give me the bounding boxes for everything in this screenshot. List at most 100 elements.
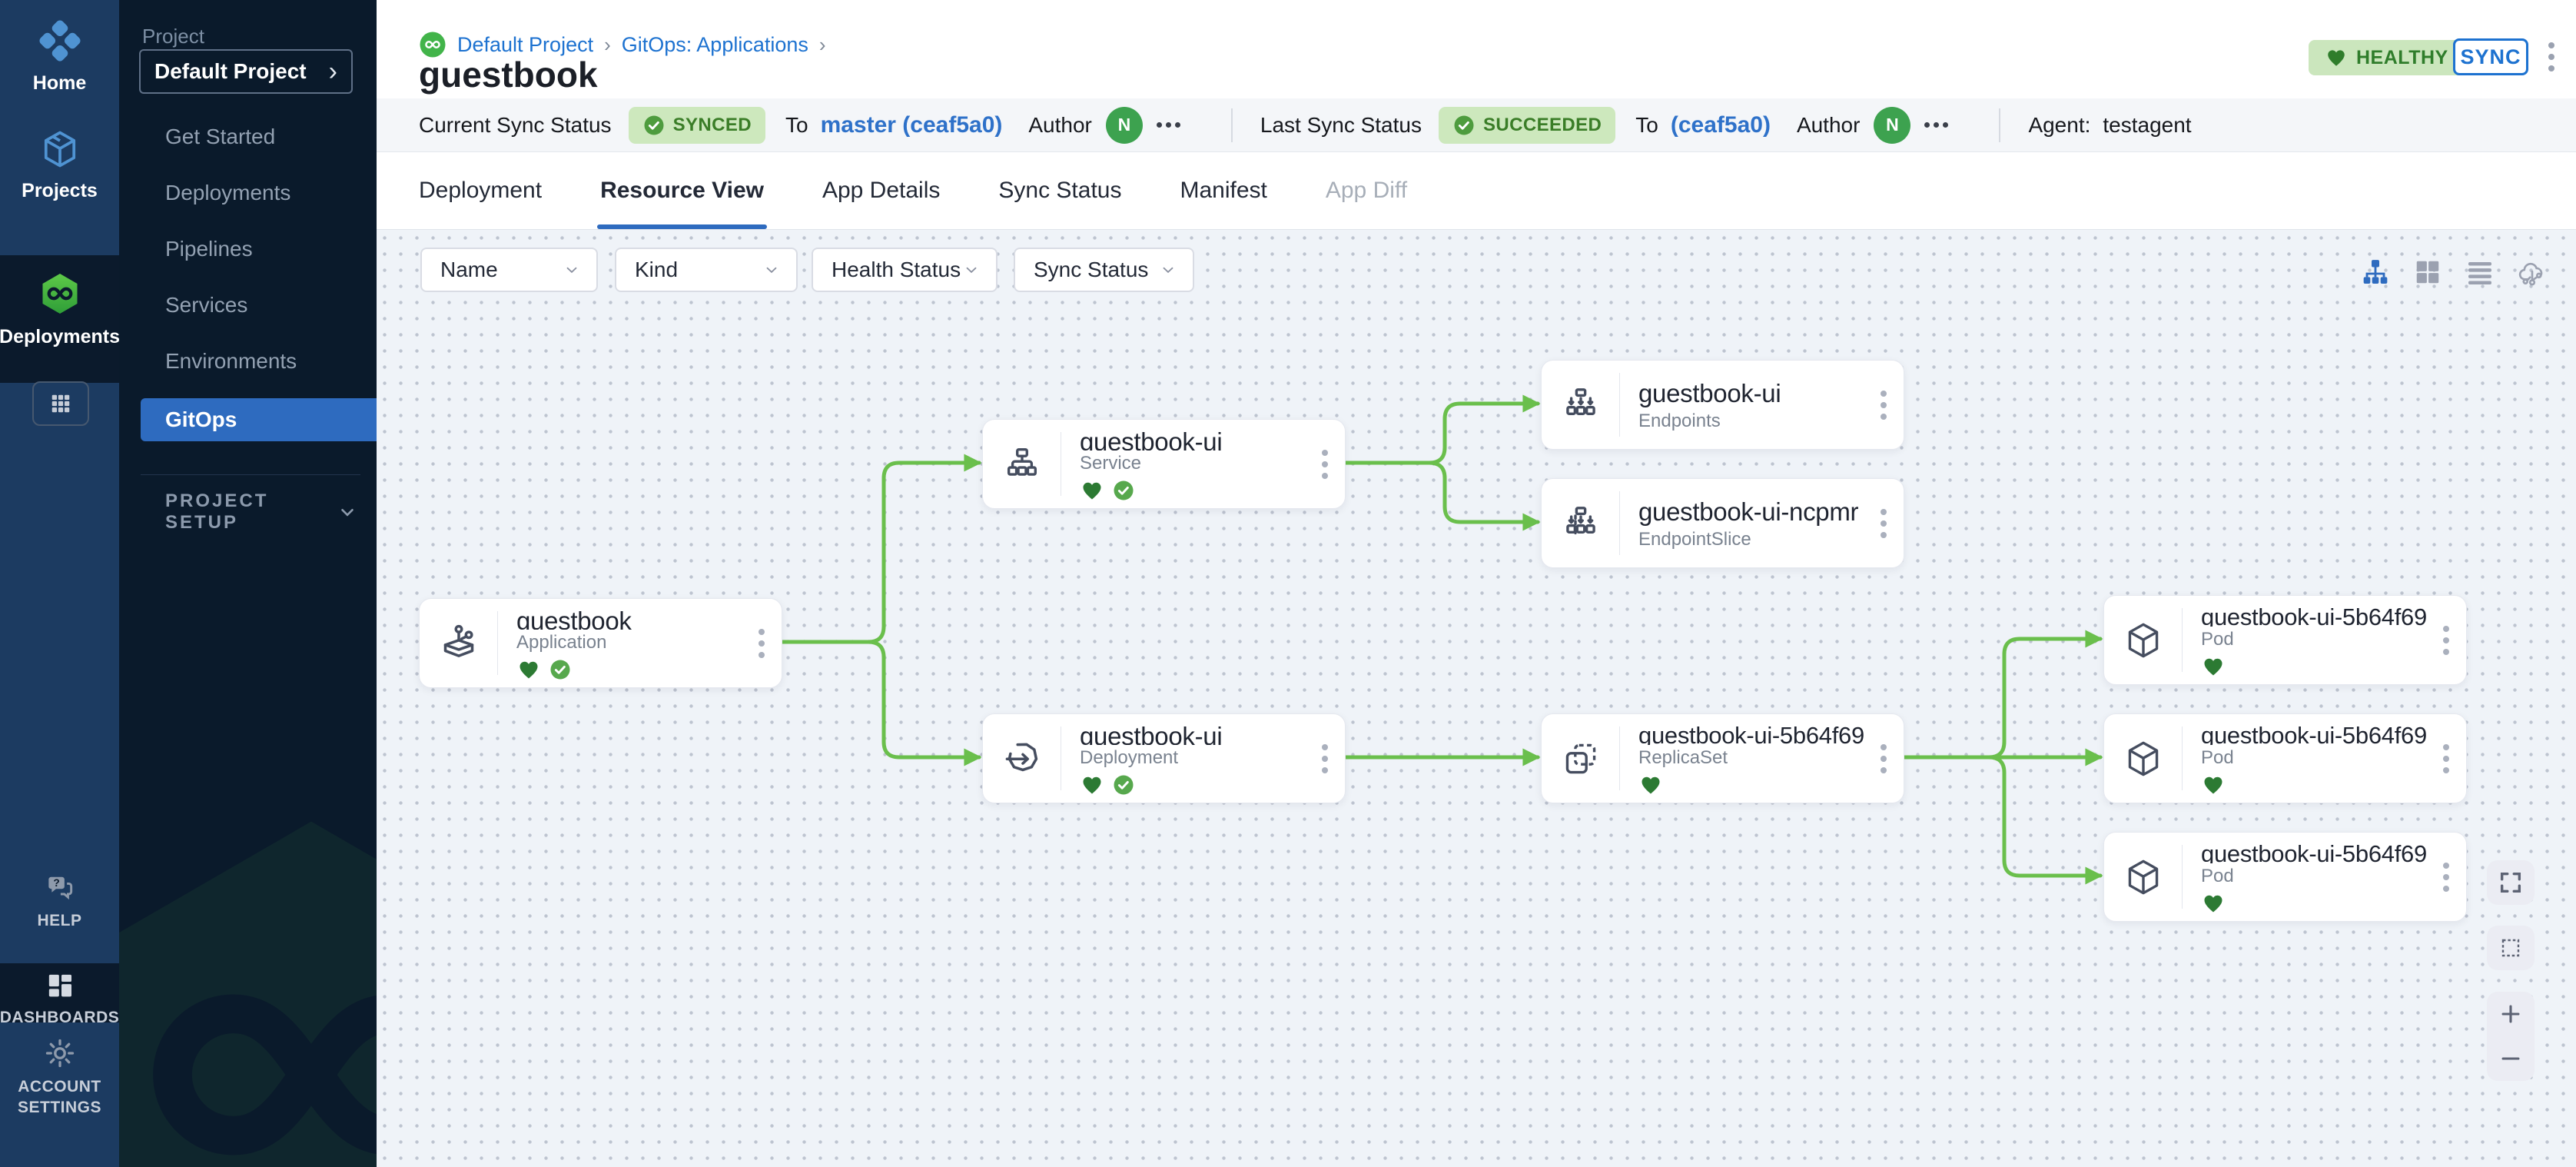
marquee-selection-icon (2501, 939, 2520, 957)
sidebar-item-help[interactable]: ? HELP (0, 870, 119, 931)
healthy-heart-icon (2204, 776, 2222, 794)
author-avatar[interactable]: N (1874, 106, 1911, 144)
divider (1230, 108, 1233, 142)
resource-name: guestbook-ui-5b64f6959... (2201, 603, 2426, 627)
node-menu-button[interactable] (1305, 420, 1345, 508)
gitops-logo-icon (419, 31, 446, 58)
sidebar-item-account-settings[interactable]: ACCOUNT SETTINGS (0, 1036, 119, 1118)
resource-node-application[interactable]: guestbook Application (419, 598, 782, 688)
sidebar-item-projects[interactable]: Projects (0, 128, 119, 202)
help-chat-icon: ? (43, 870, 77, 904)
resource-node-service[interactable]: guestbook-ui Service (982, 419, 1346, 509)
chevron-down-icon (1159, 261, 1177, 279)
node-menu-button[interactable] (2426, 714, 2466, 803)
node-menu-button[interactable] (1305, 714, 1345, 803)
marquee-select-button[interactable] (2487, 926, 2535, 970)
sync-button[interactable]: SYNC (2453, 38, 2528, 75)
zoom-out-button[interactable] (2498, 1046, 2524, 1072)
module-switcher-button[interactable] (32, 381, 89, 426)
author-more-button[interactable] (1156, 122, 1180, 128)
sidebar-item-dashboards[interactable]: DASHBOARDS (0, 970, 119, 1028)
author-more-button[interactable] (1924, 122, 1949, 128)
sidebar-item-label: DASHBOARDS (0, 1009, 120, 1026)
resource-node-pod[interactable]: guestbook-ui-5b64f6959... Pod (2103, 713, 2467, 803)
project-selector[interactable]: Default Project › (139, 49, 353, 94)
current-sync-status-label: Current Sync Status (419, 112, 612, 137)
project-setup-toggle[interactable]: PROJECT SETUP (165, 490, 357, 534)
sidebar-item-environments[interactable]: Environments (165, 349, 297, 373)
tree-view-icon[interactable] (2359, 256, 2392, 288)
resource-node-deployment[interactable]: guestbook-ui Deployment (982, 713, 1346, 803)
resource-node-replicaset[interactable]: guestbook-ui-5b64f69597 ReplicaSet (1541, 713, 1904, 803)
current-commit-link[interactable]: master (ceaf5a0) (820, 111, 1003, 138)
to-label: To (1635, 112, 1658, 137)
node-menu-button[interactable] (1864, 714, 1904, 803)
resource-name: guestbook-ui-5b64f6959... (2201, 722, 2426, 745)
page-title: guestbook (419, 55, 598, 95)
breadcrumb-link-applications[interactable]: GitOps: Applications (621, 32, 808, 56)
resource-name: guestbook (516, 607, 632, 630)
resource-kind: EndpointSlice (1638, 529, 1751, 550)
tab-deployment[interactable]: Deployment (419, 178, 543, 203)
resource-node-pod[interactable]: guestbook-ui-5b64f6959... Pod (2103, 595, 2467, 685)
node-menu-button[interactable] (2426, 833, 2466, 921)
fit-view-button[interactable] (2487, 860, 2535, 905)
synced-check-icon (550, 660, 570, 680)
gear-icon (43, 1036, 77, 1070)
deployment-icon (983, 714, 1061, 803)
network-view-icon[interactable] (2516, 256, 2548, 288)
to-label: To (785, 112, 808, 137)
sync-status-bar: Current Sync Status SYNCED To master (ce… (377, 98, 2576, 152)
sidebar-item-get-started[interactable]: Get Started (165, 125, 276, 148)
breadcrumb-separator: › (604, 32, 611, 56)
resource-tree-canvas[interactable]: Name Kind Health Status Sync Status (377, 230, 2576, 1167)
last-commit-link[interactable]: (ceaf5a0) (1670, 111, 1771, 138)
name-filter-dropdown[interactable]: Name (420, 248, 598, 292)
node-menu-button[interactable] (742, 599, 782, 687)
author-avatar[interactable]: N (1105, 106, 1143, 144)
sync-status-filter-dropdown[interactable]: Sync Status (1014, 248, 1194, 292)
application-icon (420, 599, 497, 687)
home-icon (38, 18, 82, 63)
resource-node-endpointslice[interactable]: guestbook-ui-ncpmr EndpointSlice (1541, 478, 1904, 568)
node-menu-button[interactable] (1864, 479, 1904, 567)
zoom-in-button[interactable] (2498, 1001, 2524, 1027)
more-options-menu[interactable] (2548, 42, 2554, 71)
chevron-down-icon (962, 261, 981, 279)
project-section-label: Project (142, 25, 204, 48)
node-menu-button[interactable] (2426, 596, 2466, 684)
pod-icon (2104, 714, 2182, 803)
grid-view-icon[interactable] (2412, 256, 2444, 288)
resource-node-endpoints[interactable]: guestbook-ui Endpoints (1541, 360, 1904, 450)
project-selector-value: Default Project (154, 59, 307, 83)
pod-icon (2104, 833, 2182, 921)
sidebar-item-label: Home (32, 72, 87, 94)
kind-filter-dropdown[interactable]: Kind (615, 248, 798, 292)
sidebar-item-services[interactable]: Services (165, 293, 248, 317)
tab-app-diff: App Diff (1325, 178, 1408, 203)
tab-resource-view[interactable]: Resource View (597, 152, 767, 229)
resource-kind: Deployment (1080, 747, 1179, 768)
health-status-filter-dropdown[interactable]: Health Status (812, 248, 998, 292)
sidebar-item-home[interactable]: Home (0, 18, 119, 95)
sidebar-item-deployments-nav[interactable]: Deployments (165, 181, 291, 204)
sidebar-item-deployments[interactable]: Deployments (0, 271, 120, 348)
page-header: Default Project › GitOps: Applications ›… (377, 0, 2576, 98)
check-circle-icon (644, 115, 664, 135)
chevron-down-icon (337, 502, 357, 522)
node-menu-button[interactable] (1864, 361, 1904, 449)
tab-sync-status[interactable]: Sync Status (998, 178, 1122, 203)
sidebar-item-label: ACCOUNT SETTINGS (17, 1078, 101, 1116)
breadcrumb-link-project[interactable]: Default Project (457, 32, 594, 56)
tab-manifest[interactable]: Manifest (1180, 178, 1267, 203)
tab-app-details[interactable]: App Details (822, 178, 941, 203)
sidebar-divider (141, 474, 360, 475)
sidebar-item-pipelines[interactable]: Pipelines (165, 237, 253, 261)
zoom-control (2487, 992, 2535, 1081)
resource-name: guestbook-ui-5b64f6959... (2201, 840, 2426, 863)
sidebar-item-gitops[interactable]: GitOps (141, 398, 377, 441)
list-view-icon[interactable] (2464, 256, 2496, 288)
breadcrumb-separator: › (818, 32, 826, 56)
resource-node-pod[interactable]: guestbook-ui-5b64f6959... Pod (2103, 832, 2467, 922)
